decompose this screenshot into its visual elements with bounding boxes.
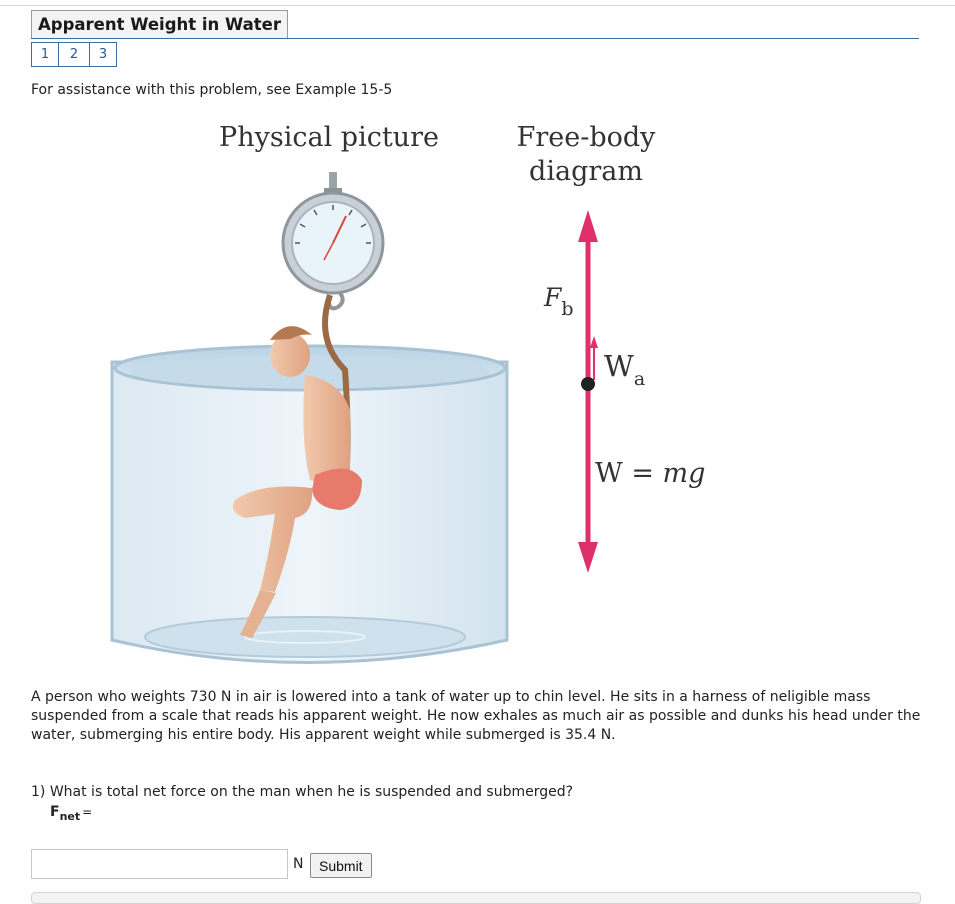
down-arrowhead-icon xyxy=(578,542,598,573)
body-point xyxy=(581,377,595,391)
w-label: W = xyxy=(595,458,663,489)
water-tank xyxy=(110,344,509,664)
free-body-caption-line2: diagram xyxy=(529,156,643,187)
answer-input[interactable] xyxy=(31,849,288,879)
unit-label: N xyxy=(293,856,304,872)
person-figure xyxy=(232,294,362,638)
part-tab-2[interactable]: 2 xyxy=(58,42,90,67)
svg-text:Fb: Fb xyxy=(543,283,574,320)
svg-text:W = mg: W = mg xyxy=(595,458,705,489)
problem-statement: A person who weights 730 N in air is low… xyxy=(31,689,921,743)
part-tab-3[interactable]: 3 xyxy=(89,42,117,67)
problem-title: Apparent Weight in Water xyxy=(31,10,288,39)
wa-subscript: a xyxy=(634,368,645,390)
variable-subscript: net xyxy=(59,809,81,823)
submit-button[interactable]: Submit xyxy=(310,853,372,878)
feedback-panel xyxy=(31,892,921,904)
physical-picture-caption: Physical picture xyxy=(219,122,439,153)
free-body-caption-line1: Free-body xyxy=(517,122,657,153)
part-tab-1[interactable]: 1 xyxy=(31,42,59,67)
answer-variable: Fnet= xyxy=(50,804,92,823)
assistance-text: For assistance with this problem, see Ex… xyxy=(31,82,393,98)
title-underline xyxy=(31,38,919,39)
part-tabs: 1 2 3 xyxy=(31,42,117,67)
mg-label: mg xyxy=(663,458,706,489)
question-text: 1) What is total net force on the man wh… xyxy=(31,784,574,800)
up-arrowhead-icon xyxy=(578,210,598,242)
free-body-diagram: Fb Wa W = mg xyxy=(543,210,705,573)
top-divider xyxy=(0,5,955,6)
variable-main: F xyxy=(50,804,60,820)
scale-icon xyxy=(281,172,385,311)
fb-label: F xyxy=(543,283,563,312)
fb-subscript: b xyxy=(561,298,573,320)
wa-label: W xyxy=(604,349,634,383)
svg-text:Wa: Wa xyxy=(604,349,645,390)
problem-figure: Physical picture Free-body diagram xyxy=(110,122,705,664)
small-arrowhead-icon xyxy=(590,336,598,348)
equals-sign: = xyxy=(82,805,93,819)
